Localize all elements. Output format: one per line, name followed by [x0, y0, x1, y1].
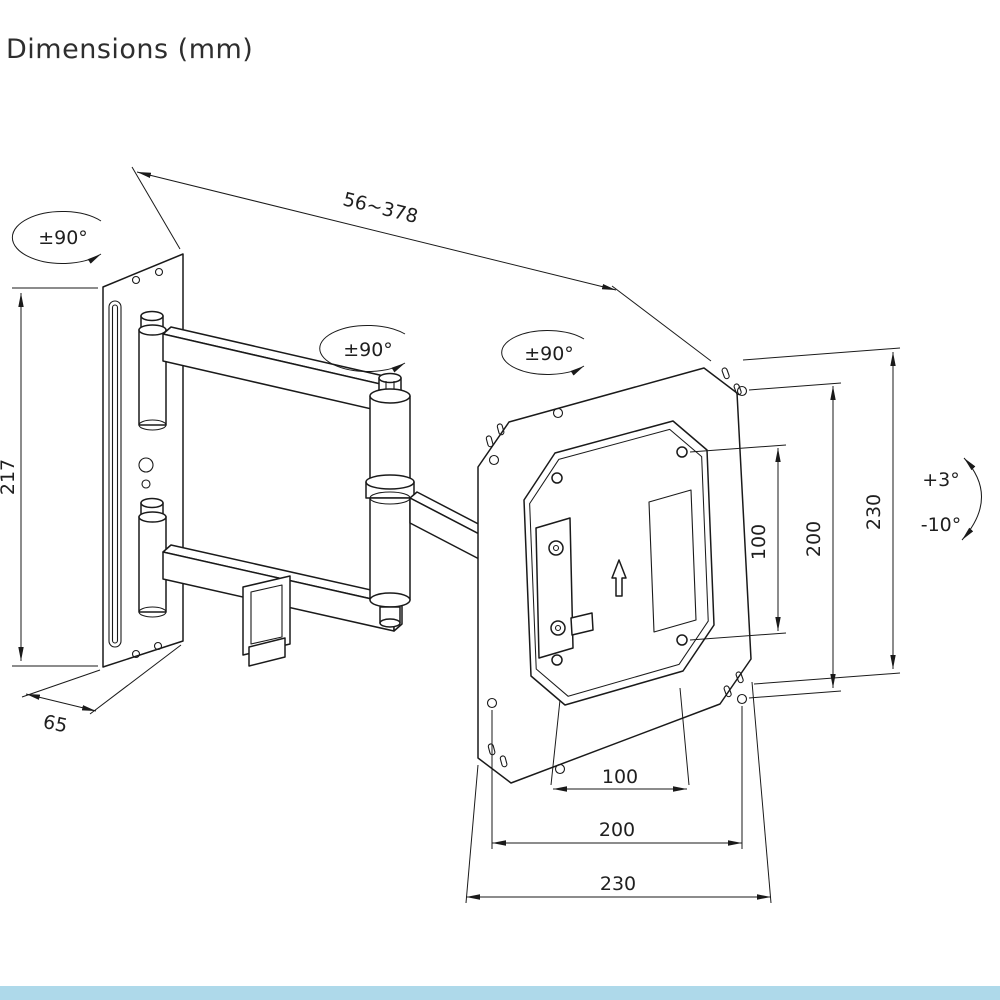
wall-hinge-lower	[138, 497, 167, 618]
dim-label-v100: 100	[748, 524, 770, 560]
dim-label-v230: 230	[863, 494, 885, 530]
swivel-indicator-plate: ±90°	[501, 330, 585, 376]
tilt-down-label: -10°	[921, 514, 962, 536]
dim-label-65: 65	[41, 711, 69, 738]
wall-hinge-upper	[138, 310, 167, 431]
orientation-up-arrow	[611, 559, 627, 597]
swivel-indicator-elbow: ±90°	[319, 325, 406, 373]
dimension-wall-plate-width: 65	[21, 644, 182, 738]
tilt-up-label: +3°	[922, 469, 960, 491]
footer-accent-bar	[0, 986, 1000, 1000]
swivel-label-wall: ±90°	[38, 227, 88, 249]
vesa-adapter-plate	[523, 420, 715, 706]
dimension-vesa-vertical-100: 100	[689, 444, 787, 641]
swivel-label-elbow: ±90°	[343, 339, 393, 361]
tilt-indicator: +3° -10°	[921, 457, 982, 541]
dimension-plate-horizontal-230: 230	[465, 681, 772, 904]
page-title: Dimensions (mm)	[6, 34, 253, 65]
dimension-plate-vertical-200: 200	[748, 382, 842, 699]
arm-clip	[242, 575, 291, 667]
dim-label-h200: 200	[599, 819, 635, 841]
dim-label-v200: 200	[803, 521, 825, 557]
dimension-wall-plate-height: 217	[0, 287, 98, 667]
elbow-joint	[365, 372, 415, 628]
dimension-vesa-horizontal-100: 100	[550, 687, 690, 792]
dim-label-217: 217	[0, 459, 19, 495]
swivel-indicator-wall: ±90°	[11, 211, 102, 264]
dim-label-h100: 100	[602, 766, 638, 788]
dimension-plate-horizontal-200: 200	[491, 706, 743, 849]
swivel-label-plate: ±90°	[524, 343, 574, 365]
dim-label-h230: 230	[600, 873, 636, 895]
dimension-plate-vertical-230: 230	[742, 347, 901, 685]
